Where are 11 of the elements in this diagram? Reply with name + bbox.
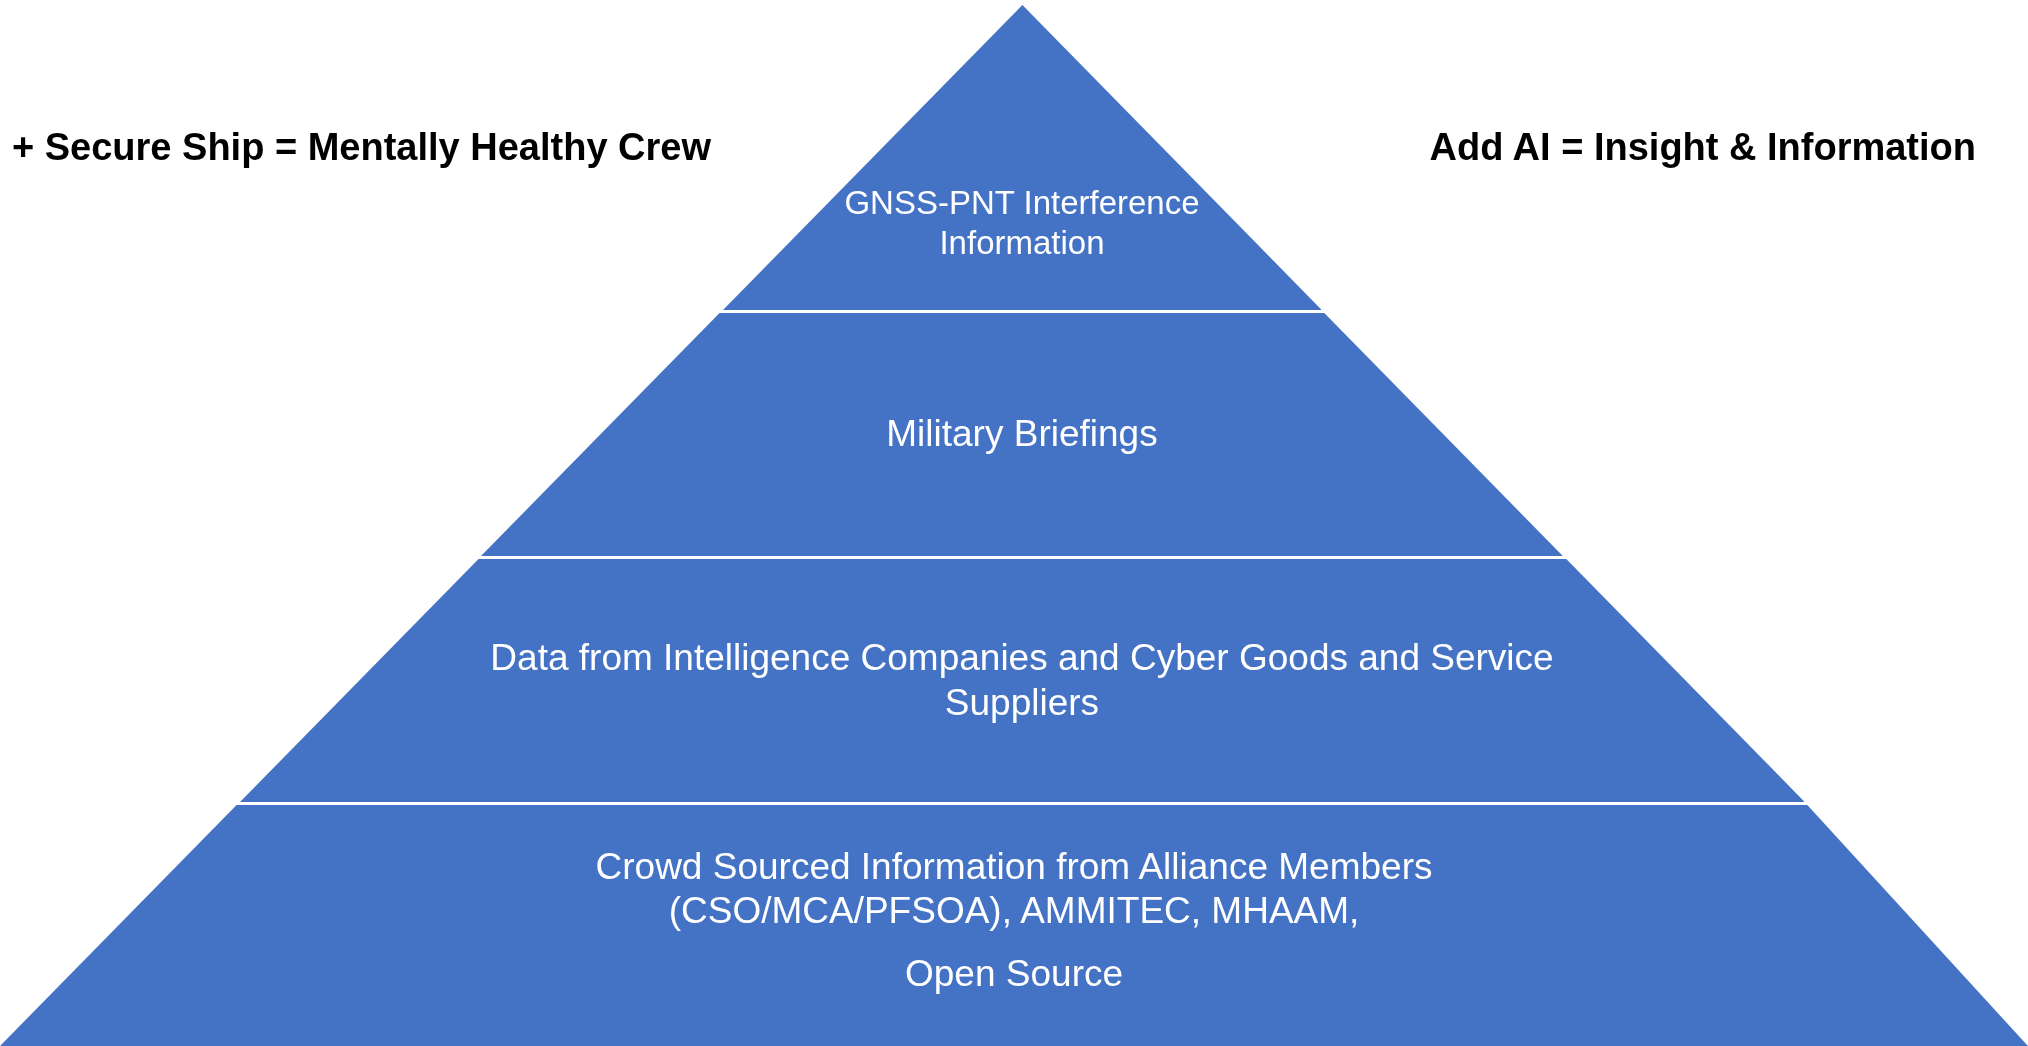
tier-label: Open Source [905, 951, 1124, 996]
tier-label: Crowd Sourced Information from Alliance Members (CSO/MCA/PFSOA), AMMITEC, MHAAM, [594, 844, 1434, 934]
pyramid-tier [481, 313, 1563, 556]
tier-label: Military Briefings [886, 412, 1158, 457]
tier-label: GNSS-PNT Interference Information [843, 182, 1201, 263]
pyramid-tier [239, 559, 1805, 802]
pyramid-tier [722, 5, 1322, 310]
equation-label: + Secure Ship = Mentally Healthy Crew [12, 126, 712, 169]
tier-label: Data from Intelligence Companies and Cyber Goods and Service Suppliers [489, 636, 1555, 725]
equation-label: Add AI = Insight & Information [1429, 126, 1976, 169]
pyramid-tier [0, 805, 2028, 1046]
